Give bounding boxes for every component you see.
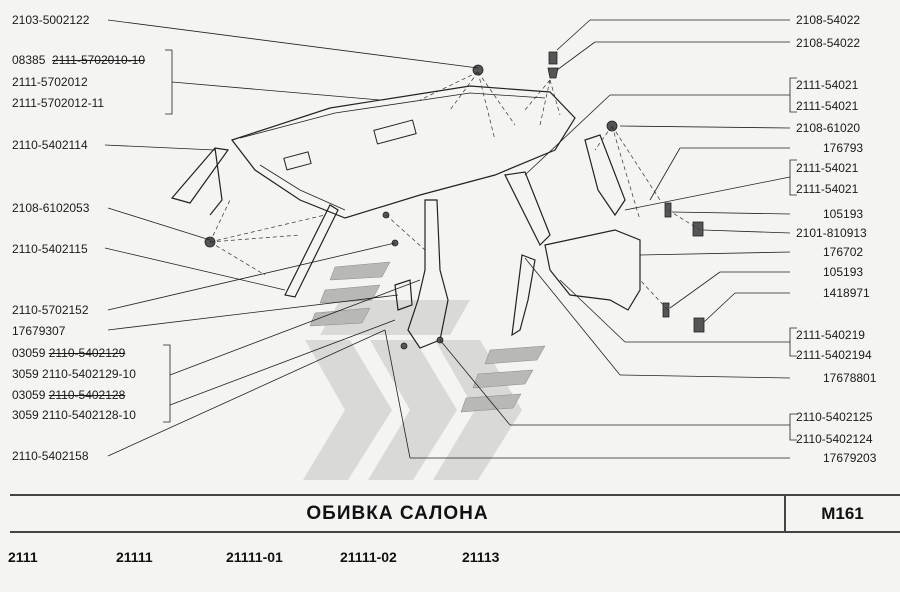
center-pillar-trim (394, 199, 449, 349)
label-right-2: 2108-54022 (796, 36, 861, 50)
label-right-15: 2111-5402194 (796, 348, 872, 362)
label-left-14: 2110-5402158 (12, 449, 89, 463)
label-right-8: 2111-54021 (796, 182, 859, 196)
leader-lines (104, 19, 797, 459)
label-right-16: 17678801 (823, 371, 877, 385)
label-left-5: 2110-5402114 (12, 138, 88, 152)
label-left-10b: 2110-5402129 (48, 346, 126, 360)
watermark-logo (303, 300, 522, 480)
title-divider (784, 494, 786, 533)
model-4: 21111-02 (340, 549, 397, 565)
label-right-6: 176793 (823, 141, 864, 155)
label-left-6: 2108-6102053 (12, 201, 90, 215)
page-code: M161 (821, 504, 864, 523)
rear-panel-trim (504, 134, 641, 337)
label-right-7: 2111-54021 (796, 161, 859, 175)
label-left-8: 2110-5702152 (12, 303, 89, 317)
label-left-13: 3059 2110-5402128-10 (12, 408, 136, 422)
label-right-18: 2110-5402124 (796, 432, 873, 446)
label-right-13: 1418971 (823, 286, 870, 300)
label-right-12: 105193 (823, 265, 864, 279)
label-right-11: 176702 (823, 245, 864, 259)
label-left-7: 2110-5402115 (12, 242, 88, 256)
dash-lines (209, 71, 701, 311)
label-left-12: 03059 2110-5402128 (12, 388, 125, 402)
label-left-1: 2103-5002122 (12, 13, 90, 27)
label-left-12b: 2110-5402128 (48, 388, 126, 402)
model-5: 21113 (462, 549, 500, 565)
model-3: 21111-01 (226, 549, 283, 565)
label-left-10a: 03059 (12, 346, 46, 360)
label-left-2a: 08385 (12, 53, 46, 67)
title-top-rule (10, 494, 900, 496)
label-right-9: 105193 (823, 207, 864, 221)
title-bottom-rule (10, 531, 900, 533)
label-left-2b: 2111-5702010-10 (52, 53, 146, 67)
label-right-19: 17679203 (823, 451, 877, 465)
label-right-3: 2111-54021 (796, 78, 859, 92)
label-right-10: 2101-810913 (796, 226, 867, 240)
label-right-14: 2111-540219 (796, 328, 865, 342)
roof-headliner (231, 85, 576, 219)
label-right-5: 2108-61020 (796, 121, 861, 135)
page-title: ОБИВКА САЛОНА (306, 503, 489, 524)
label-right-4: 2111-54021 (796, 99, 859, 113)
label-left-11: 3059 2110-5402129-10 (12, 367, 136, 381)
label-left-9: 17679307 (12, 324, 66, 338)
model-2: 21111 (116, 549, 153, 565)
label-left-2: 08385 2111-5702010-10 (12, 53, 145, 67)
label-left-4: 2111-5702012-11 (12, 96, 105, 110)
label-right-17: 2110-5402125 (796, 410, 873, 424)
label-left-3: 2111-5702012 (12, 75, 88, 89)
panel-strips (309, 261, 546, 413)
model-1: 2111 (8, 549, 38, 565)
label-right-1: 2108-54022 (796, 13, 861, 27)
left-pillar-trim (170, 147, 339, 298)
label-left-10: 03059 2110-5402129 (12, 346, 125, 360)
label-left-12a: 03059 (12, 388, 46, 402)
